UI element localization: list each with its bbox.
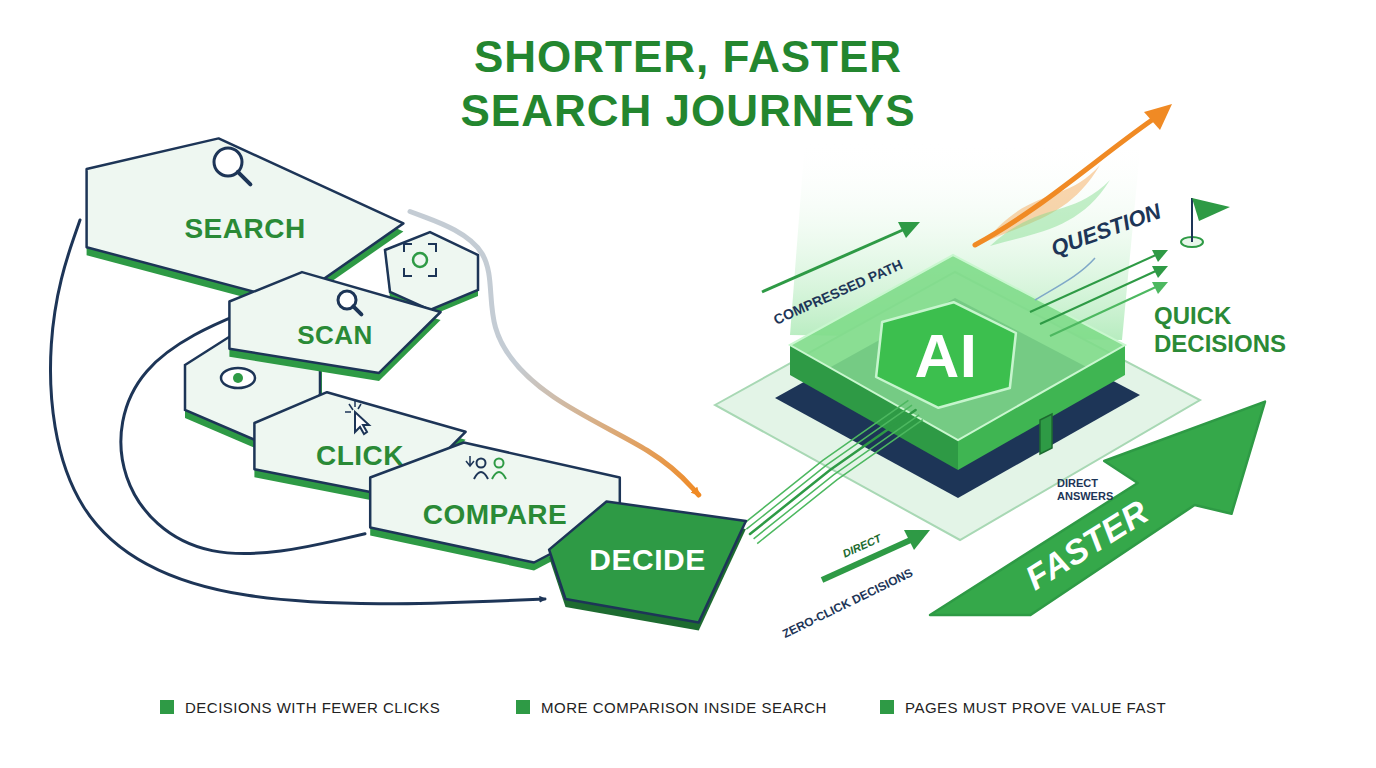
node-label: COMPARE: [423, 499, 568, 531]
signal-line: [746, 405, 912, 529]
person-head: [495, 459, 504, 468]
person-body: [492, 472, 506, 479]
people-icon: [466, 456, 506, 479]
cursor: [355, 412, 369, 434]
node-label: DECIDE: [589, 543, 705, 577]
focus-icon: [404, 244, 436, 276]
legend-swatch: [880, 700, 894, 714]
legend-text: MORE COMPARISON INSIDE SEARCH: [541, 699, 827, 716]
focus-dot: [413, 253, 427, 267]
handle: [353, 306, 361, 314]
annotation-label: DIRECT: [841, 532, 884, 560]
answer-arrow: [1040, 270, 1158, 324]
arrow-head: [904, 530, 930, 550]
legend-item: PAGES MUST PROVE VALUE FAST: [880, 697, 1166, 717]
title: SHORTER, FASTER SEARCH JOURNEYS: [418, 30, 958, 138]
step-tile: SEARCH: [80, 135, 410, 305]
click-ray: [345, 411, 351, 413]
goal-flag: [1192, 198, 1230, 221]
eye-icon: [221, 368, 255, 388]
tile-face: [930, 402, 1265, 615]
ai-chip: AI: [870, 300, 1022, 410]
legend-text: PAGES MUST PROVE VALUE FAST: [905, 699, 1166, 716]
legend-item: MORE COMPARISON INSIDE SEARCH: [516, 697, 827, 717]
arrow-head: [1144, 104, 1172, 130]
node-label: SCAN: [297, 320, 373, 351]
step-tile: SCAN: [225, 270, 445, 375]
node-label: SEARCH: [184, 213, 305, 245]
answer-arrow: [1030, 254, 1158, 312]
annotation-label: ZERO-CLICK DECISIONS: [781, 566, 916, 641]
node-label: AI: [915, 320, 978, 391]
annotation-label: QUESTION: [1048, 198, 1165, 261]
legend-swatch: [516, 700, 530, 714]
signal-line: [754, 415, 920, 539]
click-ray: [349, 404, 353, 410]
annotation-label: QUICK DECISIONS: [1154, 302, 1302, 357]
question-line: [1035, 258, 1095, 300]
annotation-label: COMPRESSED PATH: [771, 256, 905, 327]
tile-face: [876, 302, 1016, 408]
signal-lines: [750, 410, 916, 534]
mag-icon: [214, 148, 250, 184]
annotation-label: DIRECT ANSWERS: [1057, 477, 1127, 502]
person-head: [477, 459, 486, 468]
eye-pupil: [233, 373, 243, 383]
arrow-head: [1152, 250, 1168, 262]
scan-piece: [385, 232, 478, 310]
arrow-head: [1152, 282, 1168, 294]
compressed-arrow: [762, 229, 905, 292]
click-ray: [358, 404, 361, 409]
click-ray: [354, 400, 356, 407]
node-shape: [930, 395, 1265, 615]
compare-arrows: [466, 456, 474, 466]
answer-arrow: [1050, 286, 1158, 336]
node-label: CLICK: [316, 440, 404, 472]
legend-text: DECISIONS WITH FEWER CLICKS: [185, 699, 440, 716]
legend-swatch: [160, 700, 174, 714]
door-symbol: [1040, 414, 1052, 454]
tile-face: [229, 272, 440, 373]
arrow-head: [898, 222, 920, 238]
legend: DECISIONS WITH FEWER CLICKS MORE COMPARIS…: [160, 697, 1260, 721]
magS-icon: [338, 291, 361, 314]
flag-pole: [1191, 198, 1193, 242]
arrow-head: [1152, 266, 1168, 278]
legend-item: DECISIONS WITH FEWER CLICKS: [160, 697, 440, 717]
cursor-icon: [345, 400, 369, 434]
tile-face: [549, 502, 746, 623]
speed-arrow: FASTER: [930, 395, 1265, 615]
signal-line: [743, 400, 909, 524]
decision-tile: DECIDE: [545, 495, 750, 625]
tile-face: [87, 138, 404, 301]
person-body: [474, 472, 488, 479]
handle: [238, 172, 251, 185]
signal-line: [757, 420, 923, 544]
